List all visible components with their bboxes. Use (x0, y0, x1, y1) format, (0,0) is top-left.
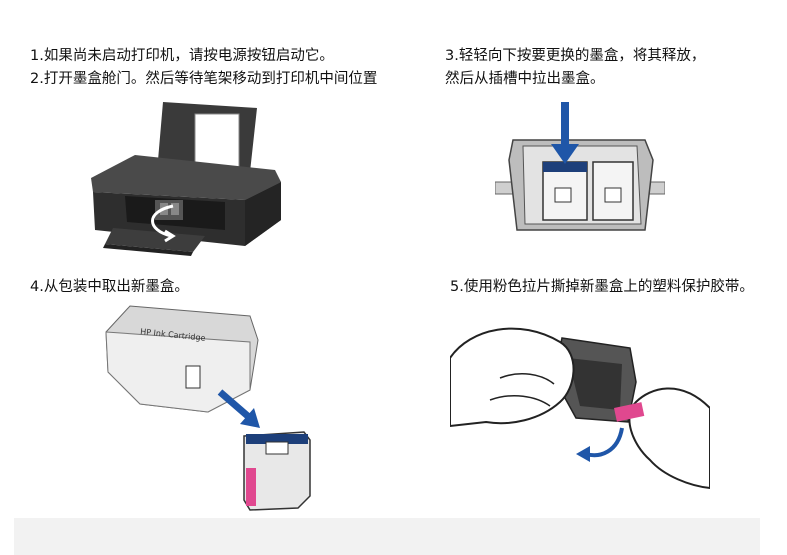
step-3-instructions: 3.轻轻向下按要更换的墨盒，将其释放， 然后从插槽中拉出墨盒。 (445, 45, 705, 91)
peel-tape-illustration (450, 327, 710, 490)
step-3-text-line2: 然后从插槽中拉出墨盒。 (445, 71, 605, 87)
step-3-text-line1: 3.轻轻向下按要更换的墨盒，将其释放， (445, 48, 706, 64)
press-cartridge-down-illustration (495, 102, 665, 231)
footer-band (14, 518, 760, 555)
remove-from-package-illustration: HP Ink Cartridge (105, 305, 311, 511)
step-4-instructions: 4.从包装中取出新墨盒。 (30, 276, 189, 299)
printer-open-door-illustration (91, 102, 281, 256)
step-1-2-instructions: 1.如果尚未启动打印机，请按电源按钮启动它。 2.打开墨盒舱门。然后等待笔架移动… (30, 45, 377, 91)
step-4-text: 4.从包装中取出新墨盒。 (30, 279, 189, 295)
step-5-instructions: 5.使用粉色拉片撕掉新墨盒上的塑料保护胶带。 (450, 276, 754, 299)
step-2-text: 2.打开墨盒舱门。然后等待笔架移动到打印机中间位置 (30, 71, 378, 87)
step-1-text: 1.如果尚未启动打印机，请按电源按钮启动它。 (30, 48, 334, 64)
step-5-text: 5.使用粉色拉片撕掉新墨盒上的塑料保护胶带。 (450, 279, 754, 295)
